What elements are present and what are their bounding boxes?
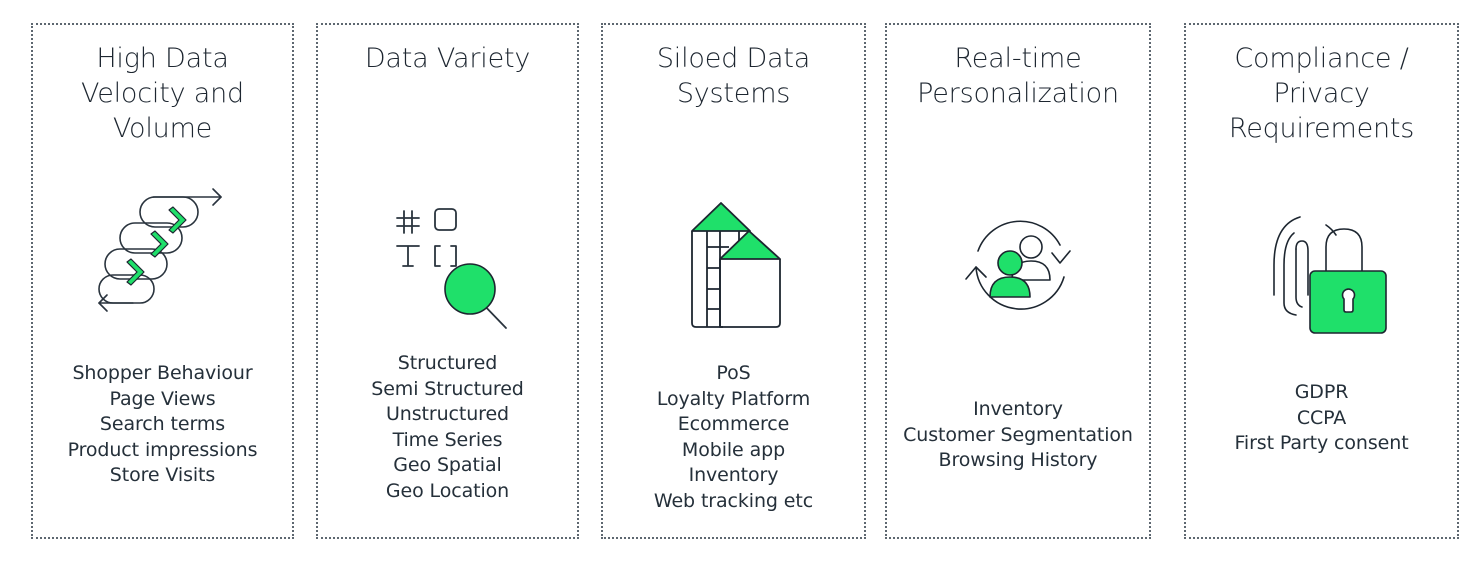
card-real-time-personalization: Real-time Personalization Inventory Cust… xyxy=(885,23,1151,539)
list-item: Unstructured xyxy=(385,403,510,425)
list-item: Shopper Behaviour xyxy=(72,362,253,384)
card-title-line: Systems xyxy=(676,78,791,109)
list-item: Store Visits xyxy=(109,464,216,486)
list-item: Geo Location xyxy=(385,479,510,502)
card-title-line: Requirements xyxy=(1228,113,1415,144)
card-item-list: Inventory Customer Segmentation Browsing… xyxy=(887,397,1149,474)
card-title-line: Compliance / xyxy=(1234,43,1409,74)
list-item: Mobile app xyxy=(681,438,786,461)
list-item: Structured xyxy=(397,352,498,374)
fingerprint-padlock-icon xyxy=(1186,185,1457,339)
list-item: PoS xyxy=(716,362,751,384)
list-item: First Party consent xyxy=(1234,432,1409,454)
data-velocity-arrows-icon xyxy=(33,183,292,317)
card-title-line: Volume xyxy=(112,113,213,144)
list-item: Geo Spatial xyxy=(393,454,502,476)
card-title-line: Siloed Data xyxy=(656,43,811,74)
card-siloed-data-systems: Siloed Data Systems PoS Loyalty Platform… xyxy=(601,23,866,539)
list-item: Inventory xyxy=(973,398,1063,420)
card-item-list: Shopper Behaviour Page Views Search term… xyxy=(33,361,292,489)
card-title: Real-time Personalization xyxy=(887,41,1149,111)
list-item: CCPA xyxy=(1296,406,1347,429)
list-item: Browsing History xyxy=(938,449,1098,471)
card-compliance-privacy: Compliance / Privacy Requirements GDPR C… xyxy=(1184,23,1459,539)
list-item: Semi Structured xyxy=(371,377,524,400)
list-item: Web tracking etc xyxy=(653,489,814,512)
list-item: Inventory xyxy=(688,464,779,486)
list-item: Page Views xyxy=(109,387,216,410)
card-title: High Data Velocity and Volume xyxy=(33,41,292,146)
card-title-line: Privacy xyxy=(1273,78,1370,109)
list-item: Customer Segmentation xyxy=(903,423,1133,446)
users-refresh-cycle-icon xyxy=(887,197,1149,331)
silo-buildings-icon xyxy=(603,185,864,339)
list-item: Time Series xyxy=(392,428,503,451)
list-item: Loyalty Platform xyxy=(656,387,811,410)
list-item: GDPR xyxy=(1294,381,1349,403)
data-types-magnifier-icon xyxy=(318,185,577,339)
card-data-variety: Data Variety Structured Semi Structured … xyxy=(316,23,579,539)
list-item: Search terms xyxy=(99,413,226,435)
card-title-line: Real-time xyxy=(954,43,1082,74)
card-title: Data Variety xyxy=(318,41,577,76)
list-item: Ecommerce xyxy=(677,413,790,435)
card-title-line: High Data xyxy=(96,43,229,74)
list-item: Product impressions xyxy=(67,438,258,461)
card-high-data-velocity: High Data Velocity and Volume Shopper Be… xyxy=(31,23,294,539)
card-item-list: GDPR CCPA First Party consent xyxy=(1186,380,1457,457)
card-title-line: Personalization xyxy=(917,78,1119,109)
card-item-list: Structured Semi Structured Unstructured … xyxy=(318,351,577,504)
card-title: Compliance / Privacy Requirements xyxy=(1186,41,1457,146)
card-title-line: Data Variety xyxy=(364,43,531,74)
card-item-list: PoS Loyalty Platform Ecommerce Mobile ap… xyxy=(603,361,864,514)
card-title: Siloed Data Systems xyxy=(603,41,864,111)
card-title-line: Velocity and xyxy=(81,78,244,109)
